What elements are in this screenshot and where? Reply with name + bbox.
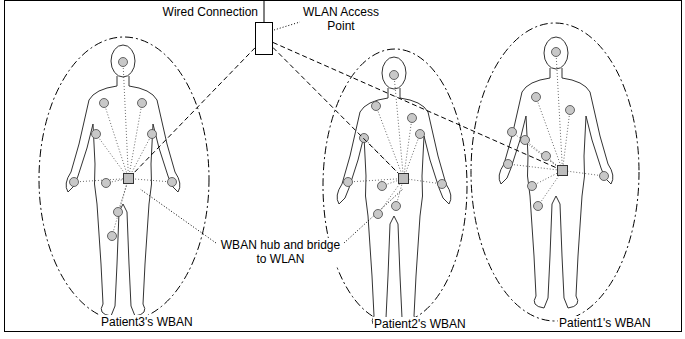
sensor-dot xyxy=(532,93,541,102)
hub-square xyxy=(123,173,134,184)
sensor-dot xyxy=(534,202,543,211)
sensor-dot xyxy=(100,99,109,108)
sensor-dot xyxy=(168,178,177,187)
sensor-link xyxy=(404,134,421,179)
wban-region: Patient2's WBAN xyxy=(322,48,468,324)
body-outline xyxy=(66,45,180,316)
sensor-link xyxy=(104,103,129,179)
sensor-dot xyxy=(521,136,530,145)
sensor-dot xyxy=(416,130,425,139)
wireless-link xyxy=(273,42,557,168)
wireless-link xyxy=(273,48,398,173)
access-point-box xyxy=(255,22,273,55)
sensor-dot xyxy=(360,134,369,143)
wireless-link xyxy=(134,48,255,173)
sensor-link xyxy=(129,134,153,179)
hub-square xyxy=(398,173,409,184)
sensor-dot xyxy=(378,182,387,191)
sensor-link xyxy=(512,132,563,171)
region-outline xyxy=(322,48,468,324)
sensor-dot xyxy=(148,130,157,139)
sensor-dot xyxy=(114,208,123,217)
sensor-link xyxy=(348,179,404,183)
sensor-dot xyxy=(552,48,561,57)
sensor-link xyxy=(74,179,129,183)
body-outline xyxy=(499,37,613,308)
wban-region: Patient1's WBAN xyxy=(470,22,640,322)
sensor-dot xyxy=(102,179,111,188)
sensor-dot xyxy=(542,152,551,161)
sensor-link xyxy=(536,97,563,171)
region-ellipse xyxy=(39,37,209,321)
body-outline xyxy=(337,57,451,328)
region-ellipse xyxy=(471,23,639,321)
region-label: Patient2's WBAN xyxy=(373,317,467,331)
sensor-link xyxy=(123,62,129,179)
wired-line xyxy=(264,0,265,22)
leader-line xyxy=(344,189,403,243)
sensor-link xyxy=(129,179,173,183)
sensor-dot xyxy=(600,172,609,181)
sensor-dot xyxy=(390,71,399,80)
sensor-dot xyxy=(566,106,575,115)
sensor-link xyxy=(129,103,143,179)
sensor-link xyxy=(394,75,404,179)
sensor-dot xyxy=(528,182,537,191)
region-label: Patient3's WBAN xyxy=(100,315,194,329)
access-point: WLAN Access Point xyxy=(255,3,385,57)
wban-region: Patient3's WBAN xyxy=(38,36,210,322)
sensor-dot xyxy=(108,232,117,241)
sensor-link xyxy=(376,106,404,179)
sensor-dot xyxy=(344,178,353,187)
callout-label: WBAN hub and bridge to WLAN xyxy=(218,238,343,266)
sensor-link xyxy=(404,179,443,185)
sensor-dot xyxy=(372,102,381,111)
sensor-group xyxy=(70,48,609,241)
sensor-dot xyxy=(508,128,517,137)
frame xyxy=(5,1,682,332)
region-outline xyxy=(470,22,640,322)
sensor-dot xyxy=(70,178,79,187)
leader-line xyxy=(140,189,216,243)
sensor-dot xyxy=(138,99,147,108)
region-ellipse xyxy=(323,49,467,323)
sensor-dot xyxy=(408,114,417,123)
sensor-link xyxy=(563,171,605,177)
sensor-dot xyxy=(374,210,383,219)
sensor-dot xyxy=(392,202,401,211)
region-label: Patient1's WBAN xyxy=(558,316,652,330)
sensor-dot xyxy=(92,130,101,139)
sensor-dot xyxy=(504,160,513,169)
leader-line xyxy=(274,22,300,30)
sensor-link xyxy=(112,179,129,237)
sensor-link xyxy=(96,134,129,179)
connection-label: Wired Connection xyxy=(150,5,258,19)
sensor-dot xyxy=(119,58,128,67)
hub-square xyxy=(557,165,568,176)
sensor-link xyxy=(556,52,563,171)
sensor-dot xyxy=(438,180,447,189)
sensor-link xyxy=(563,110,571,171)
device-label: WLAN Access Point xyxy=(301,5,381,33)
sensor-link xyxy=(404,118,413,179)
